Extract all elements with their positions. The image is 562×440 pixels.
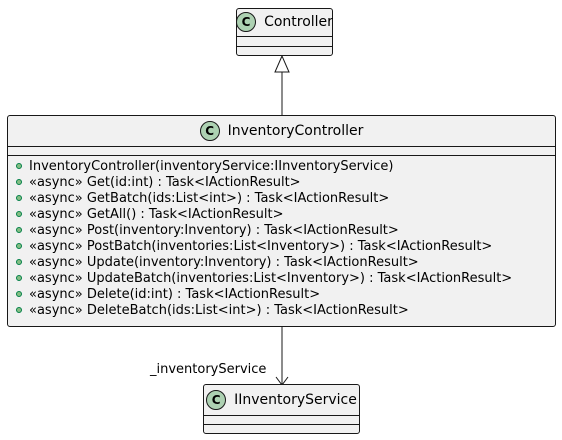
class-inventory-controller-header: C InventoryController: [8, 118, 555, 144]
method-signature: «async» PostBatch(inventories:List<Inven…: [29, 238, 493, 254]
attributes-divider: [204, 415, 359, 416]
methods-divider: [237, 46, 332, 47]
method-item: «async» Get(id:int) : Task<IActionResult…: [16, 174, 512, 190]
method-item: «async» Update(inventory:Inventory) : Ta…: [16, 254, 512, 270]
association-label: _inventoryService: [150, 362, 267, 377]
method-item: «async» UpdateBatch(inventories:List<Inv…: [16, 270, 512, 286]
method-item: InventoryController(inventoryService:IIn…: [16, 158, 512, 174]
public-visibility-icon: [16, 307, 22, 313]
public-visibility-icon: [16, 195, 22, 201]
method-item: «async» DeleteBatch(ids:List<int>) : Tas…: [16, 302, 512, 318]
class-badge-icon: C: [206, 390, 227, 410]
method-signature: «async» Delete(id:int) : Task<IActionRes…: [29, 286, 321, 302]
method-item: «async» Delete(id:int) : Task<IActionRes…: [16, 286, 512, 302]
method-item: «async» GetAll() : Task<IActionResult>: [16, 206, 512, 222]
method-item: «async» PostBatch(inventories:List<Inven…: [16, 238, 512, 254]
class-controller-header: C Controller: [236, 10, 333, 34]
method-item: «async» Post(inventory:Inventory) : Task…: [16, 222, 512, 238]
public-visibility-icon: [16, 243, 22, 249]
public-visibility-icon: [16, 259, 22, 265]
class-controller-name: Controller: [264, 14, 333, 30]
method-signature: «async» Post(inventory:Inventory) : Task…: [29, 222, 399, 238]
class-controller[interactable]: C Controller: [236, 8, 333, 56]
methods-divider: [204, 424, 359, 425]
inheritance-arrowhead: [274, 54, 290, 73]
public-visibility-icon: [16, 275, 22, 281]
method-signature: «async» UpdateBatch(inventories:List<Inv…: [29, 270, 513, 286]
method-item: «async» GetBatch(ids:List<int>) : Task<I…: [16, 190, 512, 206]
class-iinventory-service-header: C IInventoryService: [204, 387, 359, 413]
method-signature: «async» DeleteBatch(ids:List<int>) : Tas…: [29, 302, 409, 318]
public-visibility-icon: [16, 163, 22, 169]
public-visibility-icon: [16, 227, 22, 233]
class-badge-icon: C: [236, 12, 257, 32]
method-signature: «async» GetAll() : Task<IActionResult>: [29, 206, 284, 222]
method-signature: «async» Update(inventory:Inventory) : Ta…: [29, 254, 419, 270]
public-visibility-icon: [16, 211, 22, 217]
class-inventory-controller[interactable]: C InventoryController InventoryControlle…: [7, 115, 556, 327]
public-visibility-icon: [16, 179, 22, 185]
attributes-divider: [8, 146, 555, 147]
class-badge-icon: C: [199, 121, 220, 141]
method-signature: «async» GetBatch(ids:List<int>) : Task<I…: [29, 190, 390, 206]
attributes-divider: [237, 36, 332, 37]
class-inventory-controller-name: InventoryController: [227, 123, 364, 139]
methods-divider: [8, 155, 555, 156]
method-signature: «async» Get(id:int) : Task<IActionResult…: [29, 174, 301, 190]
method-signature: InventoryController(inventoryService:IIn…: [29, 158, 394, 174]
class-iinventory-service[interactable]: C IInventoryService: [203, 384, 360, 434]
class-iinventory-service-name: IInventoryService: [234, 392, 357, 408]
public-visibility-icon: [16, 291, 22, 297]
method-list: InventoryController(inventoryService:IIn…: [16, 158, 512, 318]
